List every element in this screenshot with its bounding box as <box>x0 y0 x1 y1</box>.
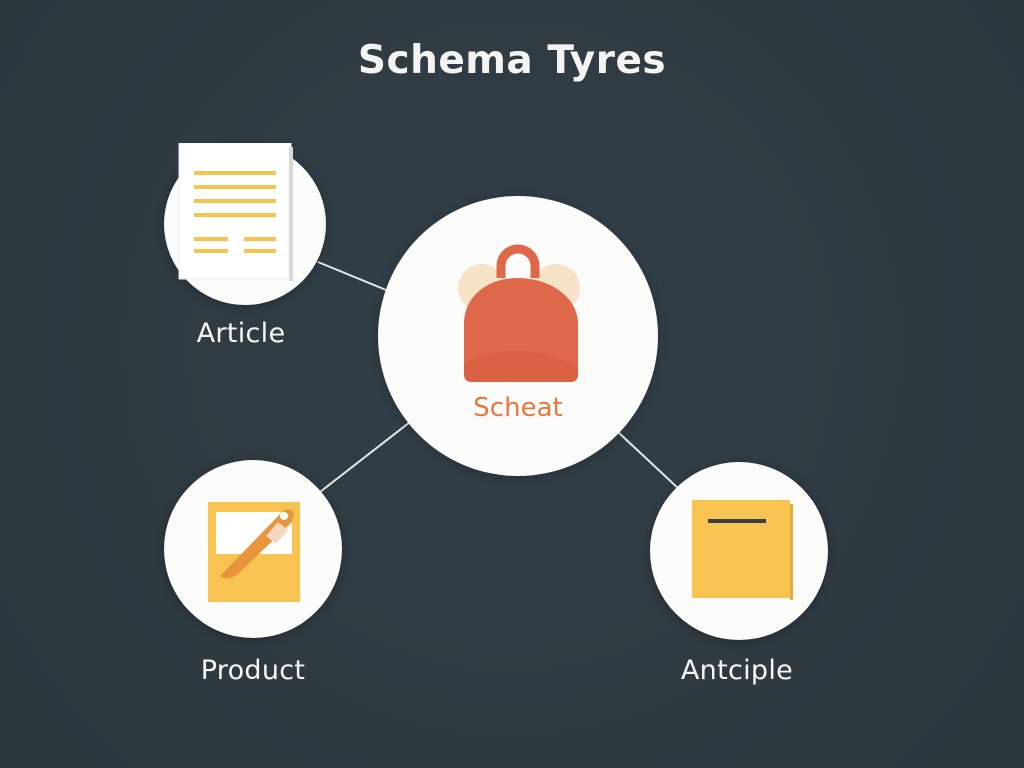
article-label: Article <box>196 318 286 349</box>
center-node[interactable]: Scheat <box>378 196 658 476</box>
product-node[interactable] <box>164 460 342 638</box>
note-icon <box>692 500 793 600</box>
anticiple-label: Antciple <box>680 655 794 686</box>
anticiple-node[interactable] <box>650 462 828 640</box>
center-label: Scheat <box>473 393 563 423</box>
connector-center-anticiple <box>617 431 681 491</box>
edit-note-icon <box>208 502 300 602</box>
connector-product-center <box>319 421 411 493</box>
article-node[interactable] <box>164 143 326 305</box>
document-icon <box>178 143 293 281</box>
lock-icon <box>458 244 580 382</box>
connector-article-center <box>317 261 387 291</box>
diagram-title: Schema Tyres <box>357 38 667 83</box>
product-label: Product <box>200 655 306 686</box>
